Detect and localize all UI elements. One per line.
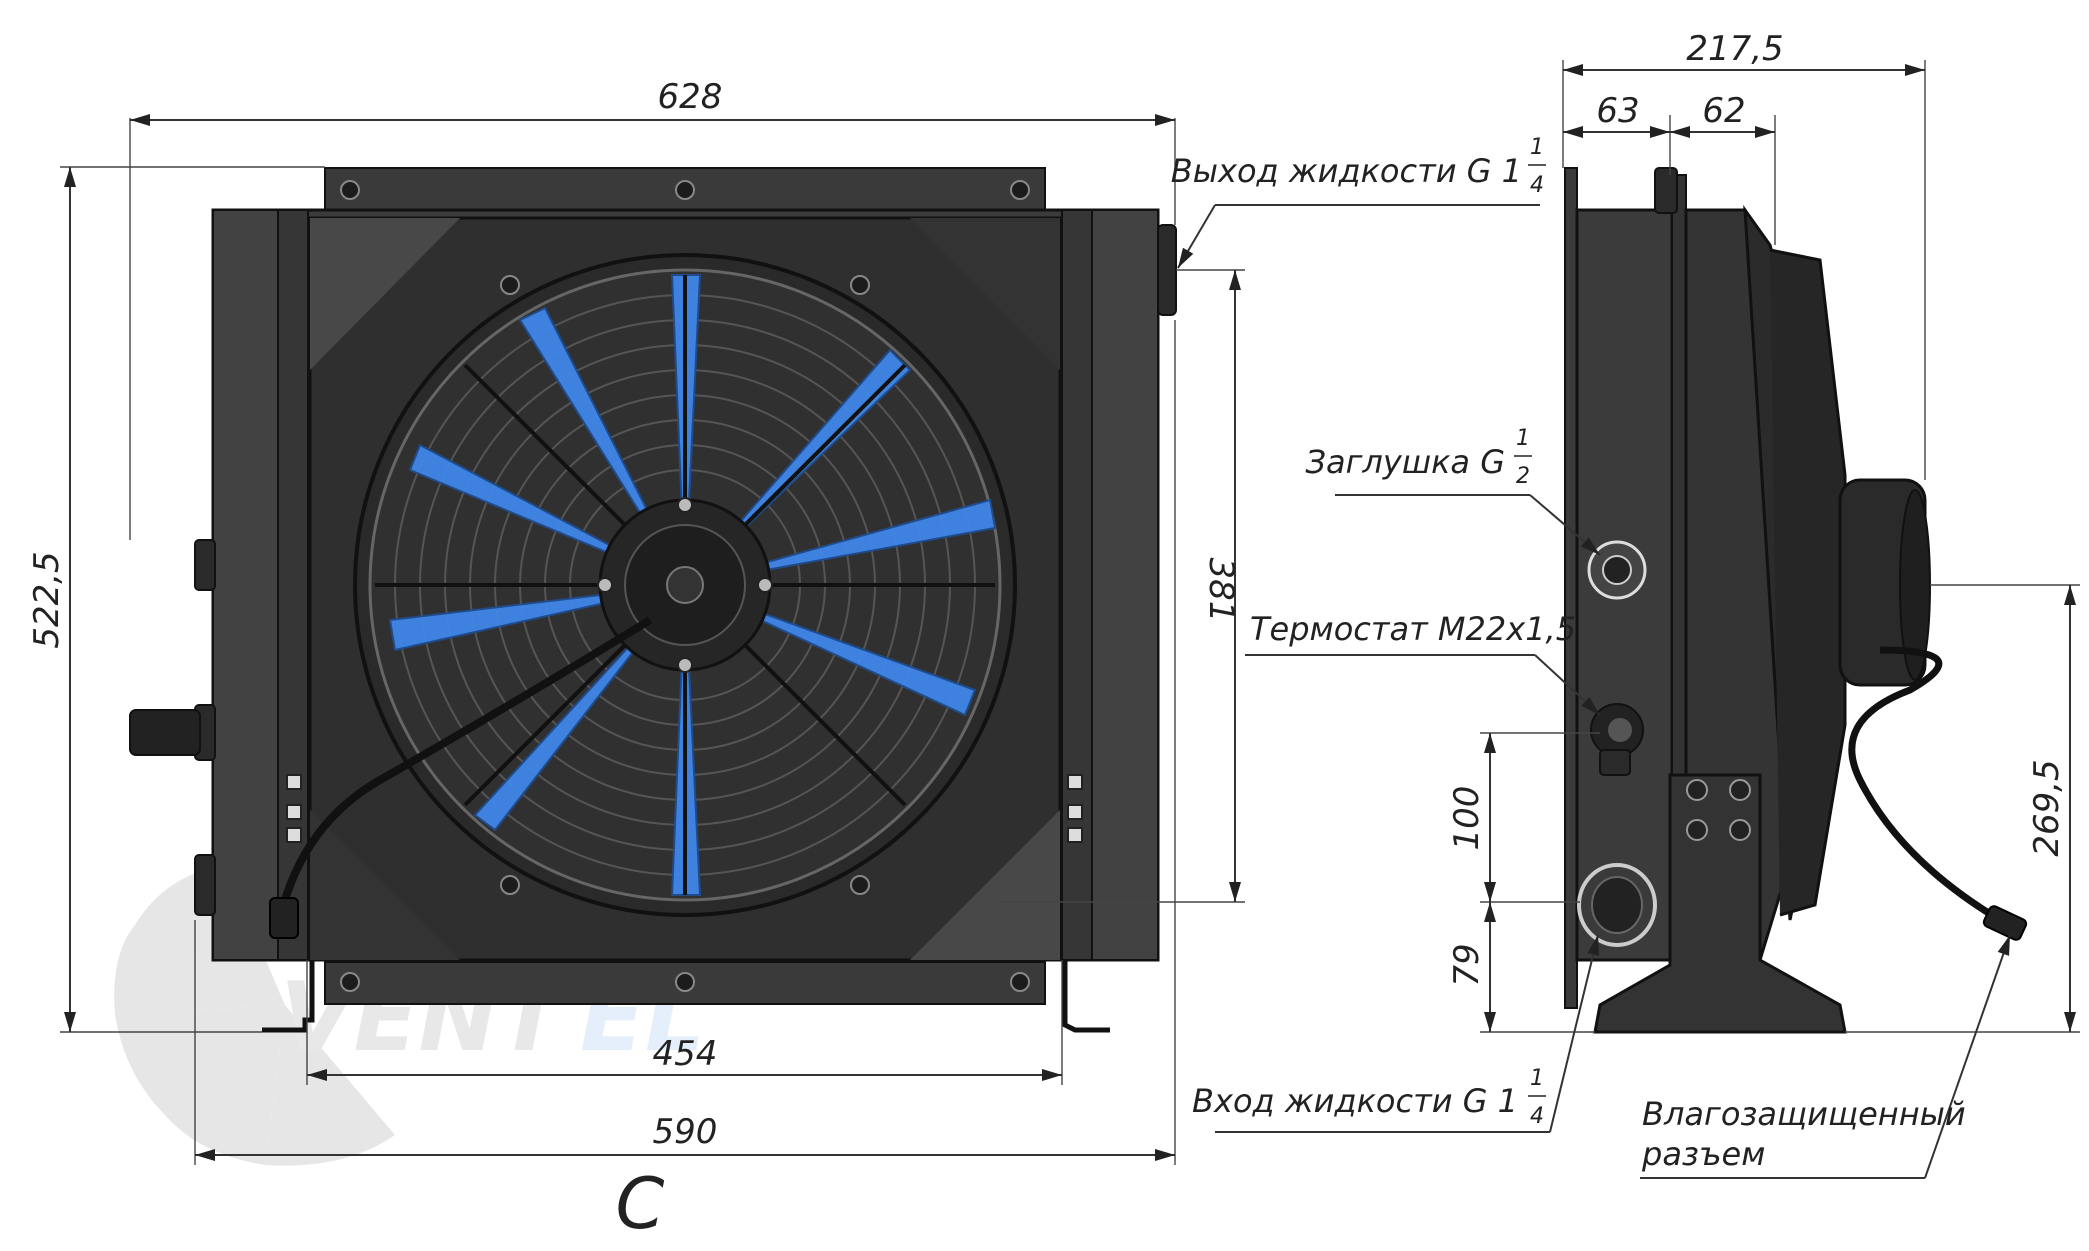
dim-mount-width: 590: [653, 1112, 718, 1152]
dim-depth-total: 217,5: [1686, 29, 1783, 69]
dim-inner-width: 454: [653, 1034, 718, 1074]
outlet-frac-num: 1: [1530, 135, 1544, 160]
callout-connector-line1: Влагозащищенный: [1642, 1095, 1966, 1133]
callouts: Выход жидкости G 1 1 4 Заглушка G 1 2 Те…: [1171, 135, 2011, 1179]
dim-v1: 100: [1447, 786, 1487, 851]
dim-v2: 79: [1447, 943, 1487, 986]
callout-inlet: Вход жидкости G 1: [1192, 1082, 1518, 1120]
dim-overall-height: 522,5: [27, 551, 67, 648]
dim-height-axis: 269,5: [2027, 759, 2067, 856]
dim-overall-width: 628: [658, 77, 723, 117]
callout-connector-line2: разъем: [1641, 1135, 1765, 1173]
front-view: [129, 167, 1177, 1033]
plug-frac-num: 1: [1516, 426, 1530, 451]
view-letter: C: [616, 1163, 665, 1245]
front-dimensions: 628 522,5 381 454 590 C: [27, 77, 1245, 1245]
plug-frac-den: 2: [1516, 464, 1530, 489]
dim-depth-b: 62: [1702, 91, 1745, 131]
outlet-frac-den: 4: [1530, 173, 1544, 198]
side-view: [1564, 167, 2028, 1034]
callout-outlet: Выход жидкости G 1: [1171, 152, 1522, 190]
inlet-frac-num: 1: [1530, 1066, 1544, 1091]
callout-plug: Заглушка G: [1305, 443, 1505, 481]
side-dimensions: 217,5 63 62 100 79 269,5: [1447, 29, 2080, 1033]
dim-depth-a: 63: [1596, 91, 1639, 131]
dim-fan-side: 381: [1201, 558, 1241, 623]
inlet-frac-den: 4: [1530, 1104, 1544, 1129]
callout-thermostat: Термостат M22x1,5: [1250, 610, 1576, 648]
